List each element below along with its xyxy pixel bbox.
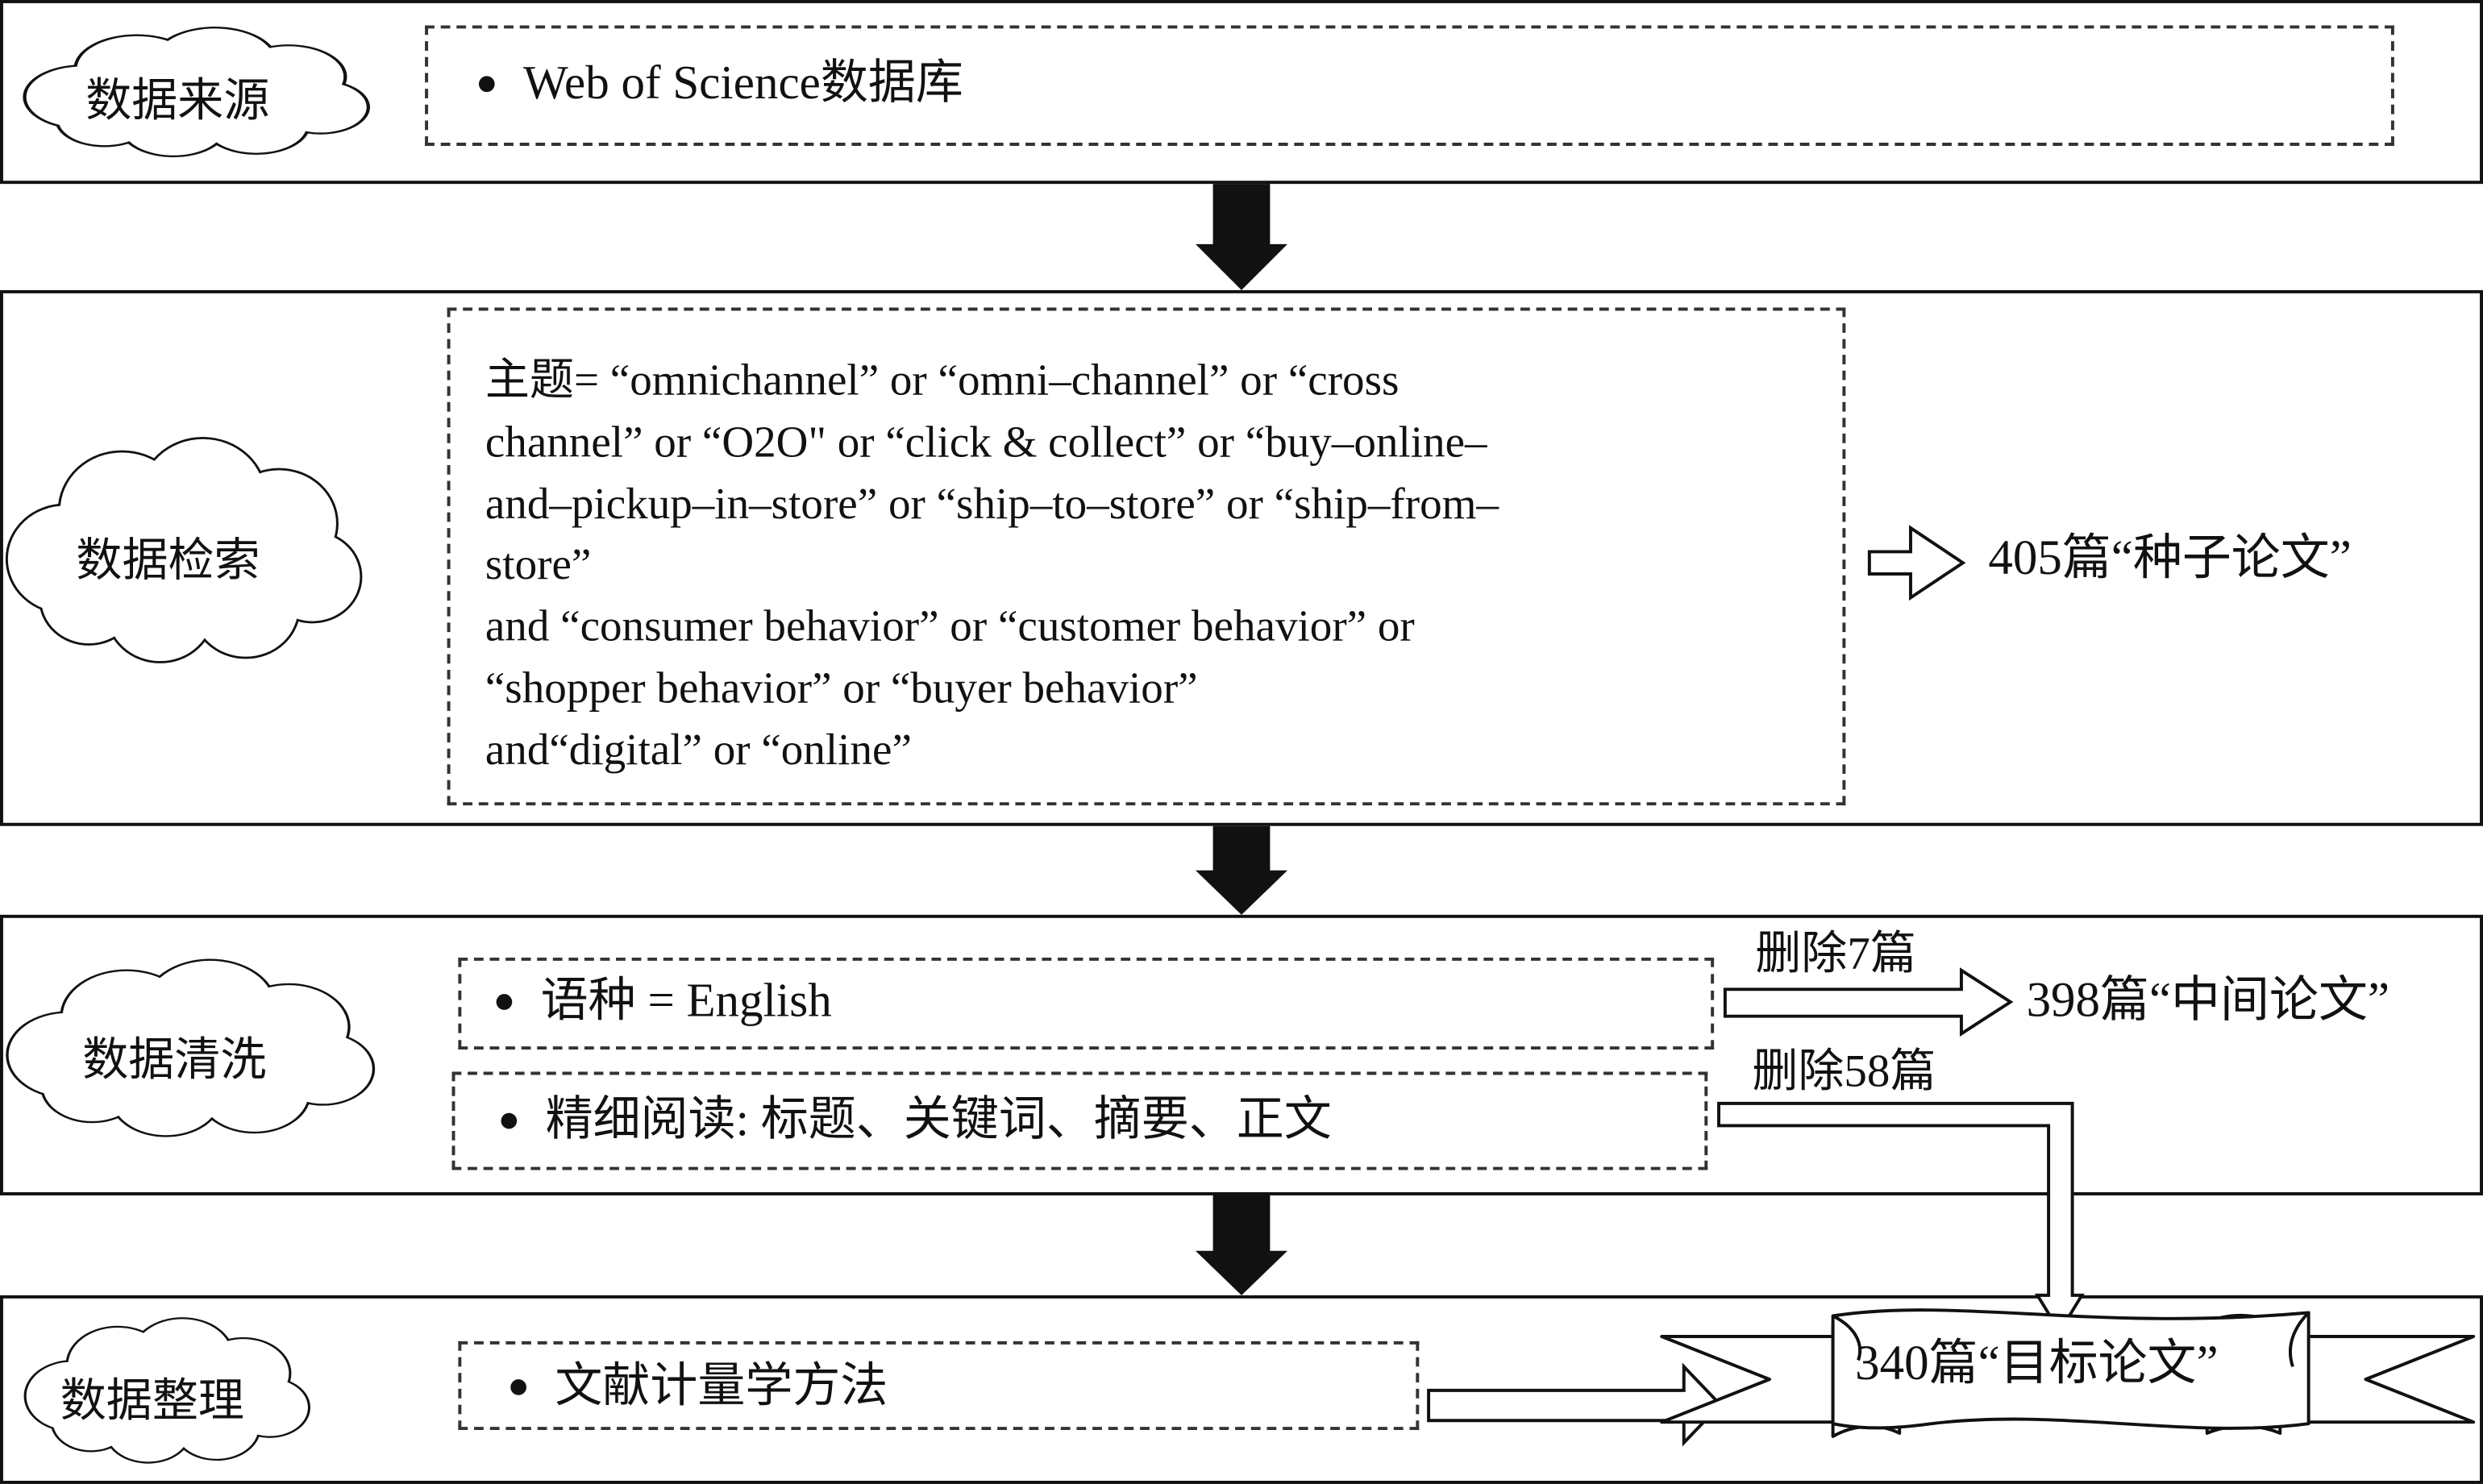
- seed-paper-count: 405篇“种子论文”: [1988, 529, 2352, 585]
- language-filter-box: [458, 957, 1715, 1050]
- query-line: channel” or “O2O" or “click & collect” o…: [485, 418, 1487, 468]
- down-arrow-icon: [1195, 1195, 1288, 1295]
- down-arrow-icon: [1195, 825, 1288, 915]
- bullet-icon: [510, 1379, 526, 1395]
- query-line: “shopper behavior” or “buyer behavior”: [485, 664, 1198, 714]
- close-reading-text: 精细阅读: 标题、关键词、摘要、正文: [545, 1094, 1332, 1146]
- right-arrow-icon: [1867, 525, 1966, 601]
- ribbon-banner-icon: [1660, 1308, 2476, 1438]
- delete-7-label: 删除7篇: [1755, 929, 1916, 980]
- target-paper-count: 340篇“目标论文”: [1855, 1335, 2219, 1390]
- language-filter-item: 语种 = English: [496, 975, 832, 1028]
- query-line: and–pickup–in–store” or “ship–to–store” …: [485, 480, 1499, 530]
- right-arrow-icon: [1723, 967, 2014, 1037]
- source-box: [425, 25, 2394, 146]
- stage-label: 数据整理: [60, 1376, 244, 1428]
- source-item-text: Web of Science数据库: [523, 56, 963, 110]
- query-line: and “consumer behavior” or “customer beh…: [485, 602, 1415, 652]
- bullet-icon: [501, 1112, 518, 1129]
- intermediate-paper-count: 398篇“中间论文”: [2026, 971, 2390, 1028]
- close-reading-box: [451, 1071, 1708, 1170]
- down-arrow-icon: [1195, 184, 1288, 290]
- bibliometrics-item: 文献计量学方法: [510, 1360, 888, 1413]
- bibliometrics-text: 文献计量学方法: [555, 1360, 888, 1413]
- delete-58-label: 删除58篇: [1752, 1046, 1936, 1098]
- query-line: 主题= “omnichannel” or “omni–channel” or “…: [485, 356, 1400, 406]
- source-item: Web of Science数据库: [478, 56, 963, 110]
- query-line: store”: [485, 541, 592, 591]
- close-reading-item: 精细阅读: 标题、关键词、摘要、正文: [501, 1094, 1332, 1146]
- bullet-icon: [496, 994, 513, 1010]
- query-line: and“digital” or “online”: [485, 725, 912, 775]
- bullet-icon: [478, 76, 495, 93]
- stage-label: 数据来源: [85, 76, 270, 127]
- stage-label: 数据清洗: [82, 1035, 267, 1087]
- query-text: 主题= “omnichannel” or “omni–channel” or “…: [485, 352, 1849, 783]
- right-arrow-icon: [1427, 1362, 1723, 1447]
- query-box: [447, 307, 1846, 806]
- language-filter-text: 语种 = English: [540, 975, 832, 1028]
- bent-arrow-icon: [1717, 1101, 2085, 1335]
- bibliometrics-box: [458, 1341, 1420, 1431]
- stage-label: 数据检索: [76, 535, 260, 587]
